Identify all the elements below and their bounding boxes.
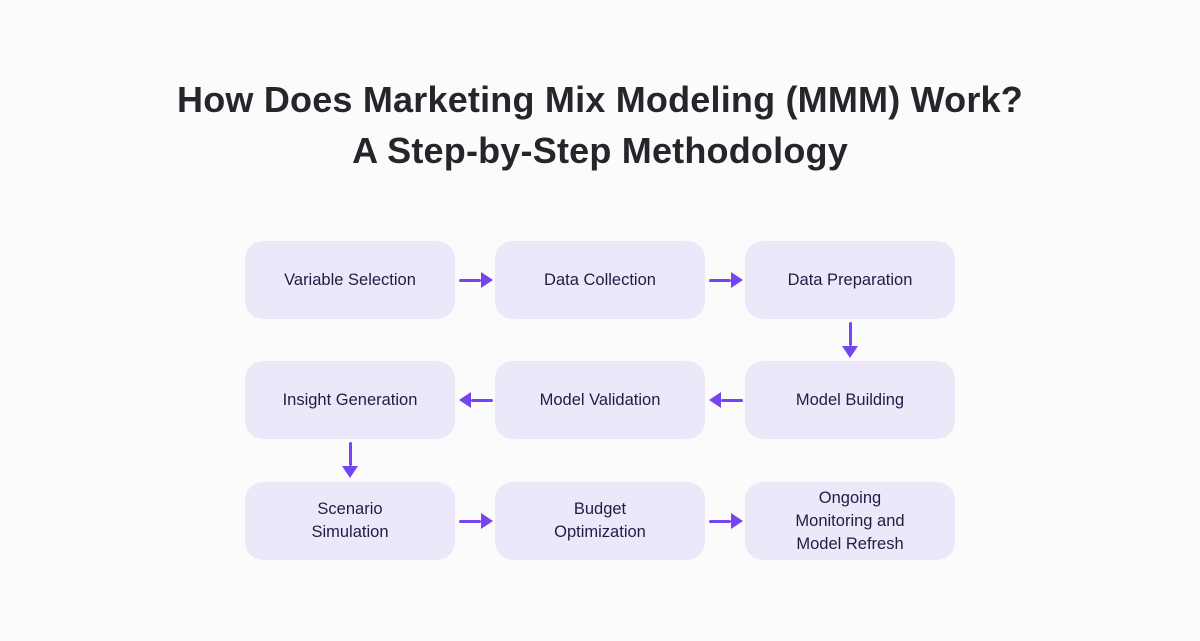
arrow-head: [459, 392, 471, 408]
arrow-right-icon: [459, 513, 493, 529]
arrow-shaft: [709, 278, 731, 282]
arrow-head: [731, 513, 743, 529]
flow-node-variable-selection: Variable Selection: [245, 241, 455, 319]
arrow-shaft: [471, 398, 493, 402]
arrow-down-icon: [342, 442, 358, 478]
arrow-down-icon: [842, 322, 858, 358]
arrow-head: [731, 272, 743, 288]
arrow-shaft: [348, 442, 352, 466]
arrow-head: [342, 466, 358, 478]
arrow-right-icon: [459, 272, 493, 288]
arrow-head: [481, 272, 493, 288]
flow-node-ongoing-monitoring: Ongoing Monitoring and Model Refresh: [745, 482, 955, 560]
arrow-head: [842, 346, 858, 358]
arrow-right-icon: [709, 513, 743, 529]
flow-node-model-building: Model Building: [745, 361, 955, 439]
flow-node-budget-optimization: Budget Optimization: [495, 482, 705, 560]
page-title: How Does Marketing Mix Modeling (MMM) Wo…: [0, 74, 1200, 176]
arrow-shaft: [721, 398, 743, 402]
arrow-shaft: [709, 519, 731, 523]
flow-node-scenario-simulation: Scenario Simulation: [245, 482, 455, 560]
arrow-shaft: [848, 322, 852, 346]
arrow-shaft: [459, 519, 481, 523]
arrow-left-icon: [709, 392, 743, 408]
page-title-line1: How Does Marketing Mix Modeling (MMM) Wo…: [177, 79, 1023, 120]
flow-node-model-validation: Model Validation: [495, 361, 705, 439]
arrow-right-icon: [709, 272, 743, 288]
arrow-shaft: [459, 278, 481, 282]
arrow-left-icon: [459, 392, 493, 408]
flow-node-data-preparation: Data Preparation: [745, 241, 955, 319]
page-title-line2: A Step-by-Step Methodology: [352, 130, 848, 171]
arrow-head: [481, 513, 493, 529]
arrow-head: [709, 392, 721, 408]
flow-node-insight-generation: Insight Generation: [245, 361, 455, 439]
flow-node-data-collection: Data Collection: [495, 241, 705, 319]
